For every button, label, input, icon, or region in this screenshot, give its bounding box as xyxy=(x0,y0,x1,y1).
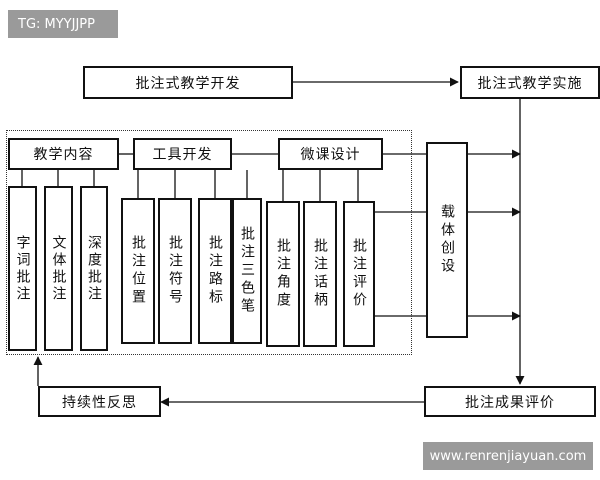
micro-item-annotation-evaluation: 批注评价 xyxy=(343,201,375,347)
tool-development-header: 工具开发 xyxy=(133,138,232,170)
micro-item-annotation-angle: 批注角度 xyxy=(266,201,300,347)
content-item-depth-annotation: 深度批注 xyxy=(80,186,108,351)
carrier-creation-box: 载体创设 xyxy=(426,142,468,338)
approach-implementation-box: 批注式教学实施 xyxy=(460,66,600,99)
content-item-word-annotation: 字词批注 xyxy=(8,186,37,351)
watermark-top-left: TG: MYYJJPP xyxy=(8,10,118,38)
content-item-genre-annotation: 文体批注 xyxy=(44,186,73,351)
content-group-boundary xyxy=(6,130,412,355)
tool-item-three-color-pen: 批注三色笔 xyxy=(232,198,262,344)
tool-item-annotation-signposts: 批注路标 xyxy=(198,198,232,344)
teaching-content-header: 教学内容 xyxy=(8,138,119,170)
annotation-results-evaluation-box: 批注成果评价 xyxy=(424,386,596,417)
tool-item-annotation-symbols: 批注符号 xyxy=(158,198,192,344)
micro-item-discussion-handle: 批注话柄 xyxy=(303,201,337,347)
continuous-reflection-box: 持续性反思 xyxy=(38,386,161,417)
micro-course-design-header: 微课设计 xyxy=(278,138,383,170)
watermark-bottom-right: www.renrenjiayuan.com xyxy=(423,442,593,470)
approach-development-box: 批注式教学开发 xyxy=(83,66,293,99)
tool-item-annotation-position: 批注位置 xyxy=(121,198,155,344)
